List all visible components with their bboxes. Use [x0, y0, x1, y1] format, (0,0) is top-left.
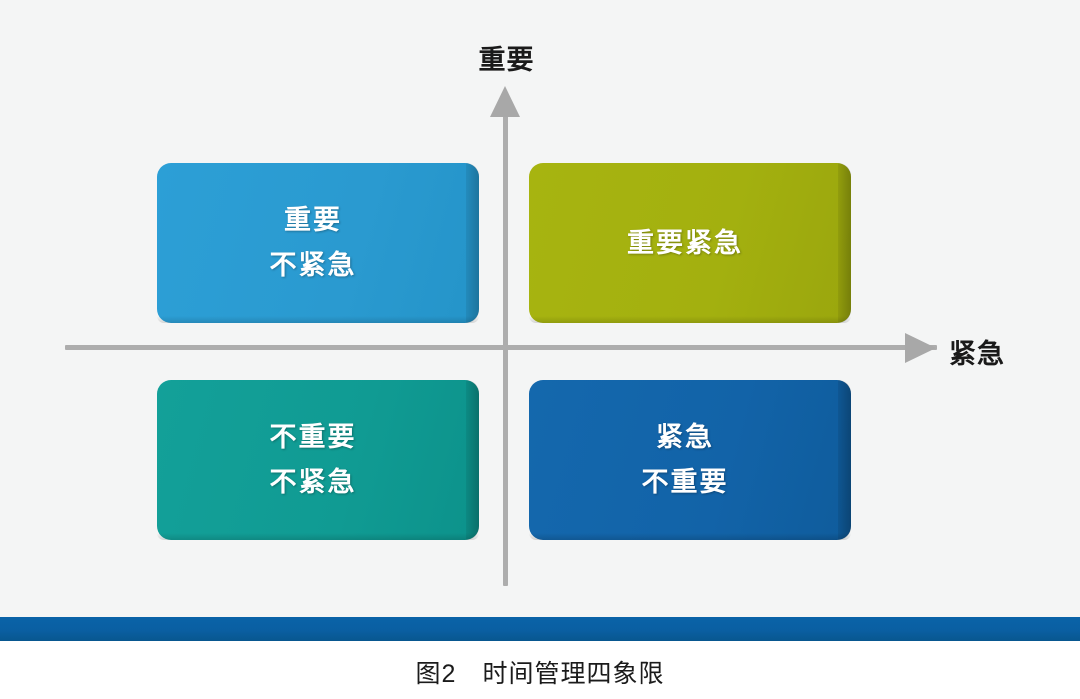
quadrant-bevel-right [466, 163, 479, 323]
quadrant-bevel-right [838, 163, 851, 323]
quadrant-not-important-not-urgent[interactable]: 不重要 不紧急 [157, 380, 479, 540]
caption-area: 图2 时间管理四象限 [0, 641, 1080, 699]
vertical-axis-label: 重要 [478, 45, 535, 75]
horizontal-axis-arrow-icon [905, 333, 936, 363]
horizontal-axis-label: 紧急 [949, 339, 1005, 369]
quadrant-bevel-bottom [157, 533, 479, 540]
quadrant-urgent-not-important[interactable]: 紧急 不重要 [529, 380, 851, 540]
quadrant-bevel-right [466, 380, 479, 540]
quadrant-label-line-2: 不紧急 [269, 467, 357, 497]
quadrant-label-line-1: 重要紧急 [627, 227, 743, 258]
quadrant-bevel-bottom [157, 316, 479, 323]
quadrant-label-line-1: 重要 [284, 205, 342, 235]
figure-caption: 图2 时间管理四象限 [415, 660, 665, 688]
quadrant-label-line-1: 不重要 [269, 422, 357, 452]
accent-divider-bar [0, 617, 1080, 641]
quadrant-bevel-bottom [529, 533, 851, 540]
quadrant-bevel-bottom [529, 316, 851, 323]
quadrant-important-urgent[interactable]: 重要紧急 [529, 163, 851, 323]
quadrant-label-line-2: 不紧急 [269, 250, 357, 280]
figure-canvas: 重要 紧急 重要 不紧急 重要紧急 不重要 不紧急 紧急 不重要 [0, 0, 1080, 617]
horizontal-axis-line [65, 345, 937, 350]
vertical-axis-line [503, 100, 508, 586]
quadrant-label-line-1: 紧急 [656, 422, 714, 452]
quadrant-important-not-urgent[interactable]: 重要 不紧急 [157, 163, 479, 323]
quadrant-bevel-right [838, 380, 851, 540]
vertical-axis-arrow-icon [490, 86, 520, 117]
quadrant-label-line-2: 不重要 [641, 467, 729, 497]
